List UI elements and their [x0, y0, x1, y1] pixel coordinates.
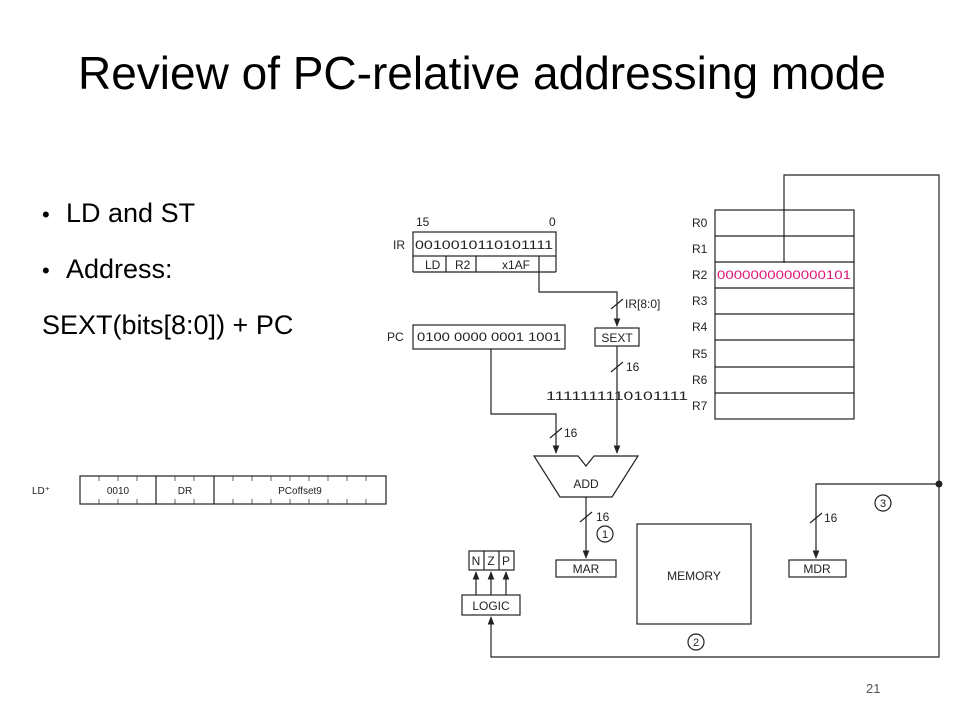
step-number: 2 [693, 637, 699, 649]
register-name: R2 [692, 268, 708, 282]
register-name: R0 [692, 216, 708, 230]
sext-output: 1111111110101111 [546, 389, 688, 403]
mdr-label: MDR [803, 562, 831, 576]
mdr-width: 16 [824, 511, 838, 525]
bullet-item: • Address: [42, 254, 293, 310]
register-name: R1 [692, 242, 708, 256]
register-name: R5 [692, 347, 708, 361]
sext-label: SEXT [601, 331, 633, 345]
dr-field: DR [178, 486, 192, 497]
step-number: 3 [880, 498, 886, 510]
encoding-ticks [98, 476, 367, 504]
add-input-width: 16 [564, 426, 578, 440]
step-number: 1 [602, 529, 608, 541]
register-name: R7 [692, 399, 708, 413]
register-name: R6 [692, 373, 708, 387]
ir-bit-low: 0 [549, 215, 556, 229]
opcode-field: 0010 [107, 486, 130, 497]
pc-label: PC [387, 330, 404, 344]
main-bus-wire [487, 174, 940, 658]
ld-encoding-label: LD⁺ [32, 486, 50, 497]
sext-width: 16 [626, 360, 640, 374]
ir-to-sext-wire [538, 256, 621, 327]
register-name: R4 [692, 320, 708, 334]
flag-p: P [502, 554, 510, 568]
mdr-box [788, 559, 847, 578]
bus-to-mdr-wire [812, 483, 939, 559]
ir-bit-high: 15 [416, 215, 430, 229]
flag-z: Z [487, 554, 494, 568]
mar-box [555, 559, 617, 578]
bullet-icon: • [42, 258, 50, 283]
ir-bus-label: IR[8:0] [625, 297, 660, 311]
ir-field-reg: R2 [455, 258, 471, 272]
ir-register [412, 231, 557, 257]
register-value: 0000000000000101 [717, 268, 851, 282]
ir-field-op: LD [425, 258, 441, 272]
memory-box [636, 523, 752, 625]
bullet-list: • LD and ST • Address: SEXT(bits[8:0]) +… [42, 198, 293, 366]
offset-field: PCoffset9 [278, 486, 322, 497]
ir-bits: 0010010110101111 [415, 238, 553, 252]
pc-value: 0100 0000 0001 1001 [417, 330, 561, 344]
bus-junction [935, 480, 943, 488]
formula-text: SEXT(bits[8:0]) + PC [42, 310, 294, 340]
mar-label: MAR [573, 562, 600, 576]
slide-title: Review of PC-relative addressing mode [78, 47, 886, 99]
flag-n: N [472, 554, 481, 568]
step-circle [596, 525, 614, 543]
bullet-text: LD and ST [66, 198, 196, 228]
nzp-box [468, 550, 515, 571]
logic-label: LOGIC [472, 599, 510, 613]
step-circle [874, 494, 892, 512]
bullet-text: Address: [66, 254, 173, 284]
pc-register [412, 324, 566, 350]
ir-field-offset: x1AF [502, 258, 530, 272]
add-unit [532, 455, 640, 498]
ir-label: IR [393, 238, 405, 252]
page-number: 21 [866, 681, 881, 696]
memory-label: MEMORY [667, 569, 721, 583]
add-output-width: 16 [596, 510, 610, 524]
register-name: R3 [692, 294, 708, 308]
add-label: ADD [573, 477, 599, 491]
step-circle [687, 633, 705, 651]
bullet-icon: • [42, 202, 50, 227]
bullet-item: • LD and ST [42, 198, 293, 254]
